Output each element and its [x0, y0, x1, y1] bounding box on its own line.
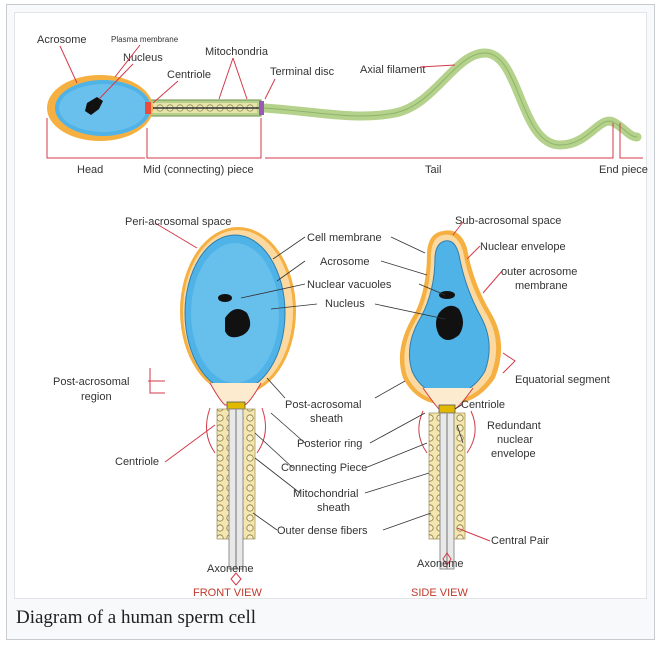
label-terminal-disc: Terminal disc [270, 66, 335, 78]
image-thumbnail-frame: Acrosome Plasma membrane Nucleus Centrio… [6, 4, 655, 640]
label-redundant-envelope-3: envelope [491, 448, 536, 460]
label-outer-acrosome-membrane-1: outer acrosome [501, 266, 577, 278]
label-central-pair: Central Pair [491, 535, 549, 547]
label-axial-filament: Axial filament [360, 64, 425, 76]
label-centriole-side: Centriole [461, 399, 505, 411]
label-nuclear-vacuoles: Nuclear vacuoles [307, 279, 392, 291]
label-posterior-ring: Posterior ring [297, 438, 362, 450]
label-end-piece: End piece [599, 164, 648, 176]
front-view-drawing [180, 227, 296, 569]
label-outer-dense-fibers: Outer dense fibers [277, 525, 368, 537]
label-nucleus: Nucleus [325, 298, 365, 310]
label-nucleus-top: Nucleus [123, 52, 163, 64]
label-front-view: FRONT VIEW [193, 587, 262, 599]
label-mitochondrial-sheath-1: Mitochondrial [293, 488, 358, 500]
label-head: Head [77, 164, 103, 176]
label-tail: Tail [425, 164, 442, 176]
label-post-acrosomal-region-1: Post-acrosomal [53, 376, 129, 388]
label-post-acrosomal-sheath-1: Post-acrosomal [285, 399, 361, 411]
label-centriole-front: Centriole [115, 456, 159, 468]
whole-sperm-side-drawing [47, 53, 637, 145]
label-connecting-piece: Connecting Piece [281, 462, 367, 474]
label-post-acrosomal-region-2: region [81, 391, 112, 403]
label-axoneme-front: Axoneme [207, 563, 253, 575]
label-peri-acrosomal-space: Peri-acrosomal space [125, 216, 231, 228]
label-mitochondrial-sheath-2: sheath [317, 502, 350, 514]
label-redundant-envelope-2: nuclear [497, 434, 533, 446]
label-plasma-membrane: Plasma membrane [111, 35, 179, 44]
label-centriole-top: Centriole [167, 69, 211, 81]
front-nuclear-vacuole [218, 294, 232, 302]
label-axoneme-side: Axoneme [417, 558, 463, 570]
label-equatorial-segment: Equatorial segment [515, 374, 610, 386]
label-acrosome: Acrosome [320, 256, 370, 268]
label-mid-piece: Mid (connecting) piece [143, 164, 254, 176]
side-nuclear-vacuole [439, 291, 455, 299]
sperm-cell-figure[interactable]: Acrosome Plasma membrane Nucleus Centrio… [14, 12, 647, 599]
label-post-acrosomal-sheath-2: sheath [310, 413, 343, 425]
label-side-view: SIDE VIEW [411, 587, 468, 599]
label-acrosome-top: Acrosome [37, 34, 87, 46]
label-cell-membrane: Cell membrane [307, 232, 382, 244]
label-outer-acrosome-membrane-2: membrane [515, 280, 568, 292]
label-redundant-envelope-1: Redundant [487, 420, 541, 432]
label-nuclear-envelope: Nuclear envelope [480, 241, 566, 253]
image-caption: Diagram of a human sperm cell [16, 607, 256, 629]
label-sub-acrosomal-space: Sub-acrosomal space [455, 215, 561, 227]
label-mitochondria: Mitochondria [205, 46, 269, 58]
sperm-cell-diagram: Acrosome Plasma membrane Nucleus Centrio… [15, 13, 648, 600]
